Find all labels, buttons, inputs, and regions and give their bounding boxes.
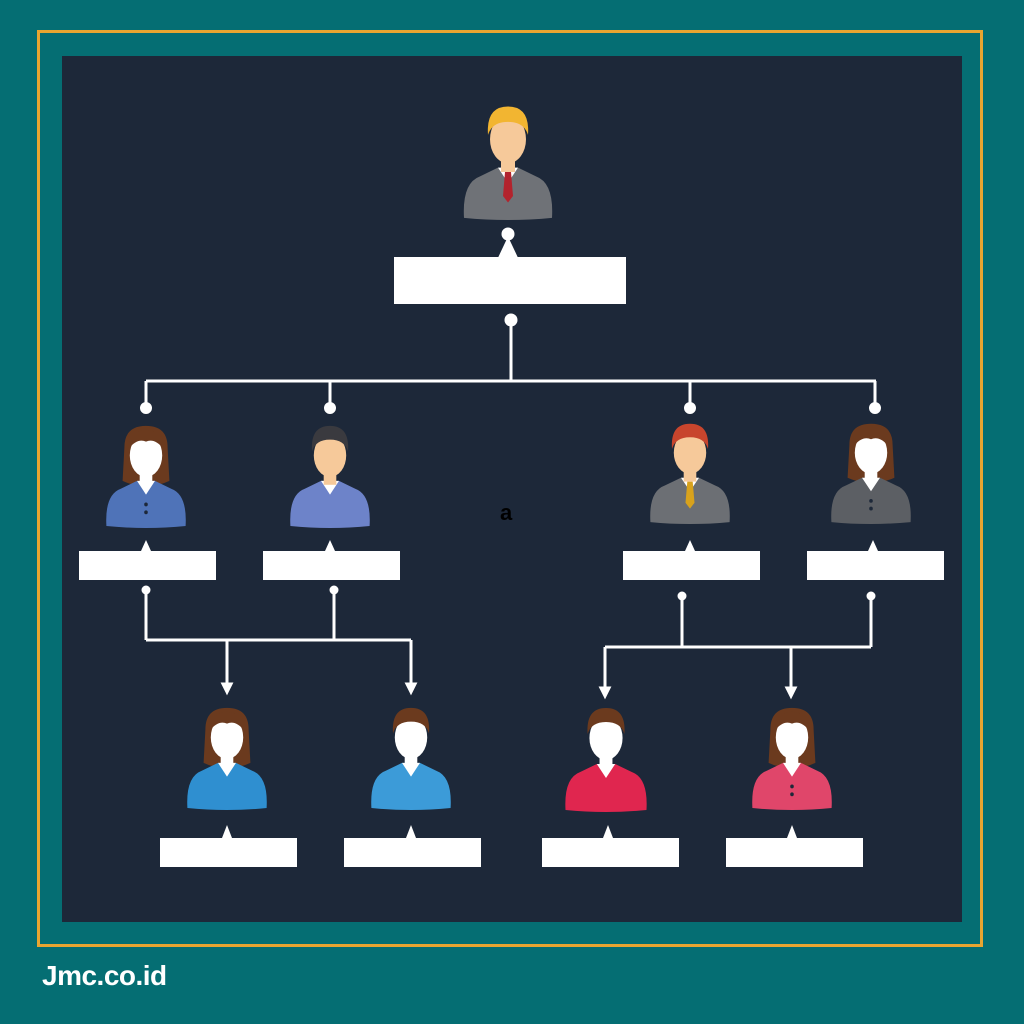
level2-name-box bbox=[263, 551, 400, 580]
top-name-box bbox=[394, 257, 626, 304]
person-avatar-icon bbox=[645, 418, 735, 524]
person-avatar-icon bbox=[366, 702, 456, 810]
level3-name-box bbox=[344, 838, 481, 867]
person-avatar-icon bbox=[101, 420, 191, 528]
level3-name-box bbox=[542, 838, 679, 867]
person-avatar-icon bbox=[747, 702, 837, 810]
orange-frame bbox=[37, 30, 983, 947]
level2-name-box bbox=[79, 551, 216, 580]
level3-name-box bbox=[160, 838, 297, 867]
person-avatar-icon bbox=[826, 418, 916, 524]
person-avatar-icon bbox=[182, 702, 272, 810]
person-avatar-icon bbox=[560, 702, 652, 812]
level2-name-box bbox=[623, 551, 760, 580]
level3-name-box bbox=[726, 838, 863, 867]
center-label: a bbox=[500, 500, 513, 525]
level2-name-box bbox=[807, 551, 944, 580]
person-avatar-icon bbox=[285, 420, 375, 528]
brand-watermark: Jmc.co.id bbox=[42, 960, 167, 991]
person-avatar-icon bbox=[458, 100, 558, 220]
